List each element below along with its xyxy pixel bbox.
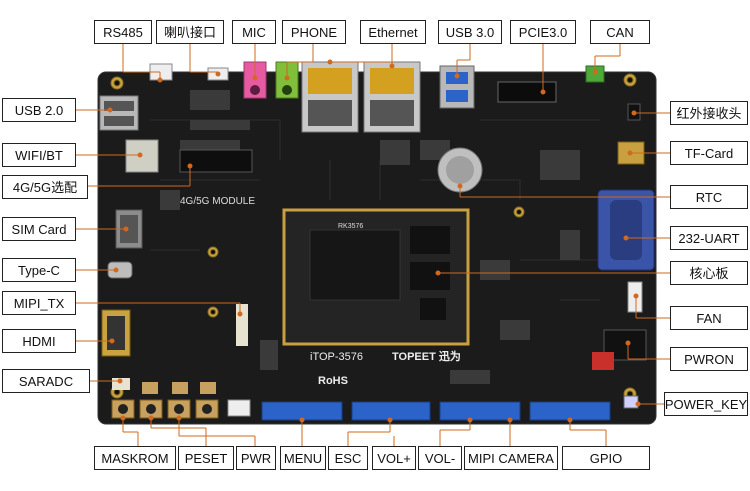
label-saradc: SARADC — [2, 369, 90, 393]
label-wifi-text: WIFI/BT — [15, 147, 63, 163]
soc-silk: RK3576 — [338, 223, 363, 230]
white-connector — [227, 399, 251, 417]
label-typec: Type-C — [2, 258, 76, 282]
label-pwr-text: PWR — [240, 450, 272, 466]
label-wifi: WIFI/BT — [2, 143, 76, 167]
label-pcie-text: PCIE3.0 — [518, 24, 568, 40]
label-mipi-tx: MIPI_TX — [2, 291, 76, 315]
label-rtc: RTC — [670, 185, 748, 209]
label-can: CAN — [590, 20, 650, 44]
label-ethernet: Ethernet — [360, 20, 426, 44]
label-speaker: 喇叭接口 — [156, 20, 224, 44]
label-sim: SIM Card — [2, 217, 76, 241]
label-power-key: POWER_KEY — [664, 392, 748, 416]
label-pcie: PCIE3.0 — [510, 20, 576, 44]
label-fan: FAN — [670, 306, 748, 330]
label-hdmi: HDMI — [2, 329, 76, 353]
label-voldown: VOL- — [418, 446, 462, 470]
brand-silk: TOPEET 迅为 — [392, 349, 461, 363]
label-modem: 4G/5G选配 — [2, 175, 88, 199]
label-rs485: RS485 — [94, 20, 152, 44]
speaker-connector — [207, 67, 229, 81]
label-speaker-text: 喇叭接口 — [163, 24, 216, 40]
label-pwron-text: PWRON — [684, 351, 734, 367]
label-reset-text: PESET — [184, 450, 228, 466]
label-core: 核心板 — [670, 261, 748, 285]
label-esc-text: ESC — [334, 450, 362, 466]
ir-receiver — [627, 103, 641, 121]
label-mic: MIC — [232, 20, 276, 44]
label-pwr: PWR — [236, 446, 276, 470]
label-reset: PESET — [178, 446, 234, 470]
label-hdmi-text: HDMI — [22, 333, 56, 349]
label-sim-text: SIM Card — [11, 221, 67, 237]
module-silk: 4G/5G MODULE — [180, 196, 255, 207]
label-can-text: CAN — [606, 24, 634, 40]
label-modem-text: 4G/5G选配 — [12, 179, 78, 195]
label-mipi-tx-text: MIPI_TX — [13, 295, 65, 311]
label-usb3: USB 3.0 — [438, 20, 502, 44]
model-silk: iTOP-3576 — [310, 351, 363, 363]
label-maskrom: MASKROM — [94, 446, 176, 470]
label-saradc-text: SARADC — [18, 373, 74, 389]
label-ethernet-text: Ethernet — [368, 24, 418, 40]
label-maskrom-text: MASKROM — [101, 450, 169, 466]
rohs-silk: RoHS — [318, 375, 348, 387]
blue-headers — [261, 401, 611, 421]
ethernet-jacks — [301, 61, 421, 133]
typec-port — [107, 261, 133, 279]
label-gpio: GPIO — [562, 446, 650, 470]
label-rtc-text: RTC — [695, 189, 723, 205]
power-key — [623, 395, 639, 409]
label-power-key-text: POWER_KEY — [664, 396, 748, 412]
label-phone-text: PHONE — [290, 24, 338, 40]
tactile-buttons — [111, 382, 219, 419]
label-gpio-text: GPIO — [589, 450, 623, 466]
label-ir-text: 红外接收头 — [676, 105, 742, 121]
modem-slot — [179, 149, 253, 173]
label-usb2: USB 2.0 — [2, 98, 76, 122]
label-ir: 红外接收头 — [670, 101, 748, 125]
label-tf: TF-Card — [670, 141, 748, 165]
label-mipi-camera: MIPI CAMERA — [464, 446, 558, 470]
label-volup-text: VOL+ — [377, 450, 411, 466]
wifi-module — [125, 139, 159, 173]
label-pwron: PWRON — [670, 347, 748, 371]
can-connector — [585, 65, 605, 83]
label-tf-text: TF-Card — [684, 145, 734, 161]
tf-slot — [617, 141, 645, 165]
label-uart: 232-UART — [670, 226, 748, 250]
mipi-tx-connector — [236, 304, 248, 346]
label-typec-text: Type-C — [18, 262, 60, 278]
label-core-text: 核心板 — [689, 265, 729, 281]
label-voldown-text: VOL- — [424, 450, 456, 466]
label-usb2-text: USB 2.0 — [14, 102, 64, 118]
mounting-holes — [110, 73, 637, 401]
label-menu-text: MENU — [283, 450, 323, 466]
label-esc: ESC — [328, 446, 368, 470]
label-volup: VOL+ — [372, 446, 416, 470]
saradc-header — [112, 378, 130, 390]
rs485-connector — [149, 63, 173, 81]
label-usb3-text: USB 3.0 — [445, 24, 495, 40]
label-fan-text: FAN — [696, 310, 722, 326]
pcie-slot — [497, 81, 557, 103]
label-rs485-text: RS485 — [103, 24, 143, 40]
label-uart-text: 232-UART — [678, 230, 740, 246]
label-mipi-camera-text: MIPI CAMERA — [468, 450, 554, 466]
fan-connector — [627, 281, 643, 313]
label-menu: MENU — [280, 446, 326, 470]
label-mic-text: MIC — [242, 24, 266, 40]
smd-components — [160, 90, 580, 384]
label-phone: PHONE — [282, 20, 346, 44]
